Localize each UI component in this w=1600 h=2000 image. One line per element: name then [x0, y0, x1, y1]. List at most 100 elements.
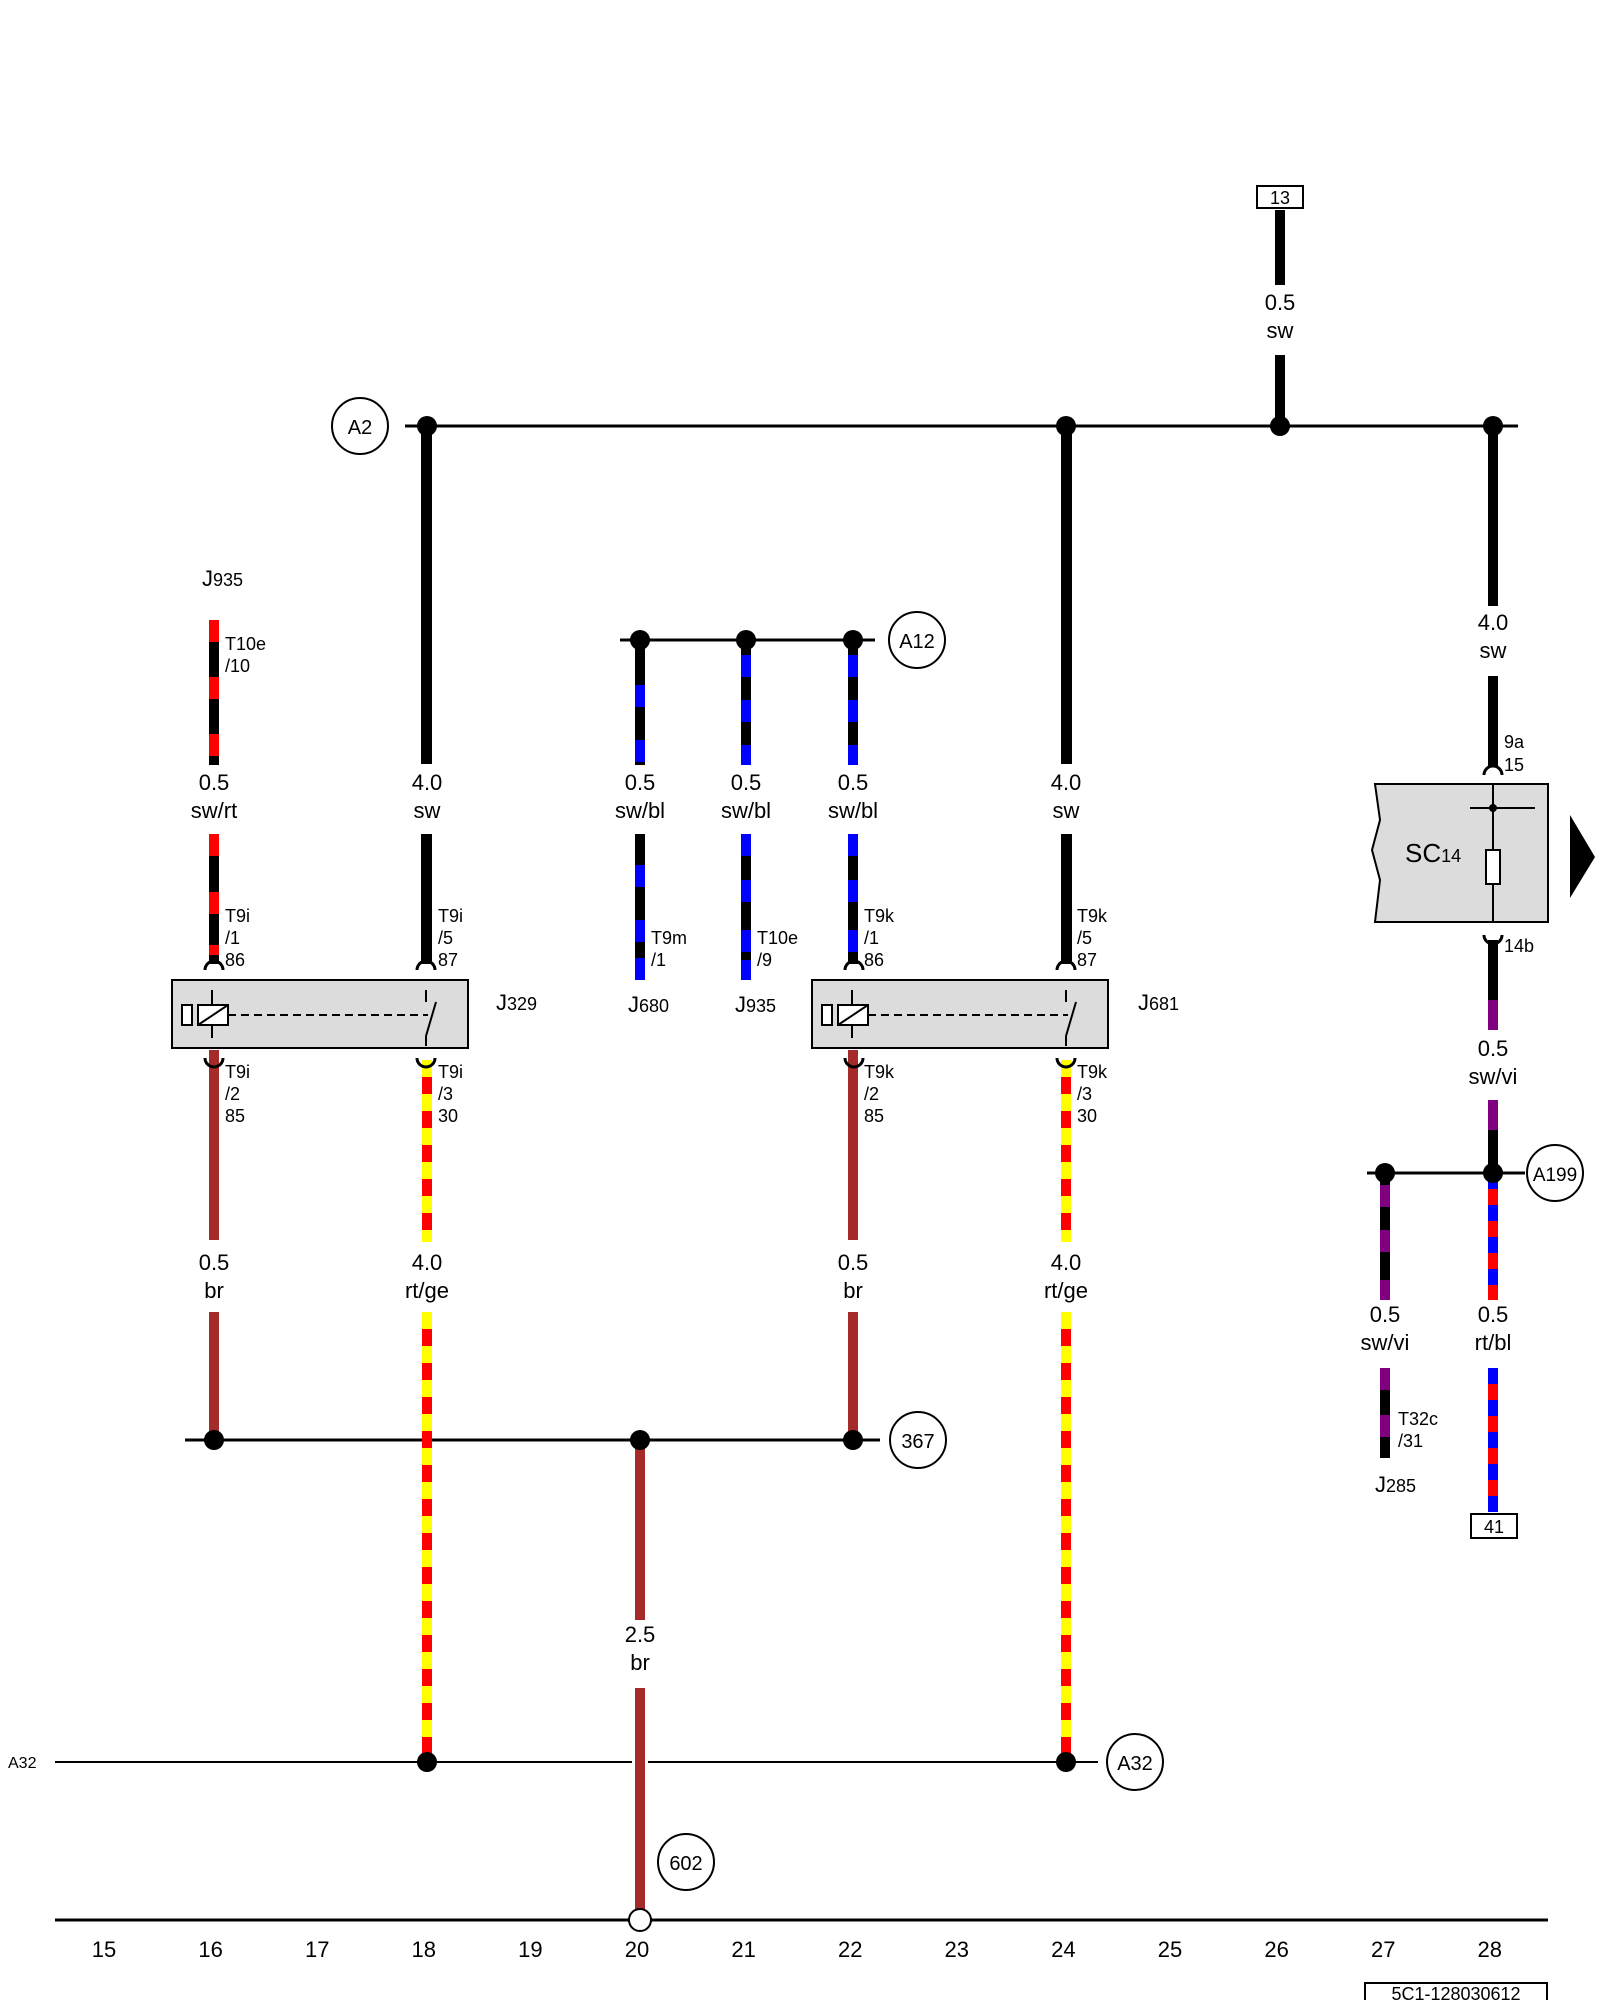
wire-22-bottom-a — [848, 1050, 858, 1240]
svg-text:sw/bl: sw/bl — [721, 798, 771, 823]
svg-text:86: 86 — [864, 950, 884, 970]
svg-text:/1: /1 — [651, 950, 666, 970]
svg-text:4.0: 4.0 — [1051, 1250, 1082, 1275]
svg-text:/1: /1 — [225, 928, 240, 948]
wire-label-28-top: 4.0 sw — [1478, 610, 1509, 663]
component-j935-mid: J935 — [735, 992, 776, 1017]
svg-text:T9i: T9i — [225, 906, 250, 926]
connector-t10e-10: T10e /10 — [225, 634, 266, 676]
connector-t10e-9: T10e /9 — [757, 928, 798, 970]
column-number: 23 — [945, 1937, 969, 1962]
svg-text:sw/bl: sw/bl — [615, 798, 665, 823]
svg-text:13: 13 — [1270, 188, 1290, 208]
wire-label-21-top: 0.5 sw/bl — [721, 770, 771, 823]
wire-18-mid — [421, 834, 432, 964]
svg-text:4.0: 4.0 — [1051, 770, 1082, 795]
column-number: 15 — [92, 1937, 116, 1962]
wire-18-bottom-b — [422, 1312, 432, 1762]
fuse-box-sc14 — [1370, 783, 1549, 923]
svg-text:T9i: T9i — [225, 1062, 250, 1082]
svg-text:2.5: 2.5 — [625, 1622, 656, 1647]
wire-label-27: 0.5 sw/vi — [1361, 1302, 1410, 1355]
svg-text:br: br — [630, 1650, 650, 1675]
connector-t9k-2-85: T9k /2 85 — [864, 1062, 895, 1126]
svg-text:/10: /10 — [225, 656, 250, 676]
svg-text:0.5: 0.5 — [199, 770, 230, 795]
column-number: 24 — [1051, 1937, 1075, 1962]
wire-24-bottom-a — [1061, 1060, 1071, 1242]
wire-18-bottom-a — [422, 1060, 432, 1242]
ground-point — [628, 1908, 652, 1932]
connector-t9i-1-86: T9i /1 86 — [225, 906, 250, 970]
svg-text:/2: /2 — [864, 1084, 879, 1104]
column-number: 21 — [731, 1937, 755, 1962]
wire-28-rtbl-b — [1488, 1368, 1498, 1512]
component-j681: J681 — [1138, 990, 1179, 1015]
node-367: 367 — [889, 1411, 947, 1469]
wire-16-top — [209, 620, 219, 964]
svg-text:30: 30 — [438, 1106, 458, 1126]
svg-text:sw/vi: sw/vi — [1361, 1330, 1410, 1355]
junction-dots — [204, 416, 1503, 1772]
node-a32-right: A32 — [1106, 1733, 1164, 1791]
svg-text:T9m: T9m — [651, 928, 687, 948]
wire-16-bottom-b — [209, 1312, 219, 1440]
wire-21-top — [741, 640, 751, 980]
svg-text:rt/bl: rt/bl — [1475, 1330, 1512, 1355]
connector-t9k-5-87: T9k /5 87 — [1077, 906, 1108, 970]
connector-t9i-5-87: T9i /5 87 — [438, 906, 463, 970]
svg-text:85: 85 — [864, 1106, 884, 1126]
connector-14b: 14b — [1504, 936, 1534, 956]
wire-22-top — [848, 640, 858, 964]
terminal-41: 41 — [1470, 1513, 1518, 1539]
column-number: 27 — [1371, 1937, 1395, 1962]
svg-text:T9k: T9k — [1077, 1062, 1108, 1082]
wire-label-18-top: 4.0 sw — [412, 770, 443, 823]
svg-text:0.5: 0.5 — [838, 770, 869, 795]
svg-text:A12: A12 — [899, 631, 935, 653]
component-j329: J329 — [496, 990, 537, 1015]
wire-label-20-top: 0.5 sw/bl — [615, 770, 665, 823]
svg-text:T10e: T10e — [757, 928, 798, 948]
column-number: 17 — [305, 1937, 329, 1962]
wire-24-upper — [1061, 426, 1072, 764]
svg-text:A2: A2 — [348, 417, 372, 439]
column-number: 19 — [518, 1937, 542, 1962]
svg-text:41: 41 — [1484, 1517, 1504, 1537]
svg-text:0.5: 0.5 — [625, 770, 656, 795]
wire-26-lower — [1275, 355, 1285, 426]
svg-text:0.5: 0.5 — [731, 770, 762, 795]
wire-28-b — [1488, 676, 1498, 766]
column-number: 20 — [625, 1937, 649, 1962]
wire-26-upper — [1275, 210, 1285, 285]
svg-text:/5: /5 — [1077, 928, 1092, 948]
arrow-right-icon — [1570, 815, 1595, 898]
column-number: 16 — [198, 1937, 222, 1962]
wire-label-16-top: 0.5 sw/rt — [191, 770, 237, 823]
svg-text:A199: A199 — [1533, 1165, 1577, 1186]
wire-label-22-bottom: 0.5 br — [838, 1250, 869, 1303]
svg-text:0.5: 0.5 — [1478, 1036, 1509, 1061]
svg-text:602: 602 — [669, 1853, 702, 1875]
component-sc14: SC14 — [1405, 838, 1461, 868]
column-number: 18 — [412, 1937, 436, 1962]
svg-text:T32c: T32c — [1398, 1409, 1438, 1429]
column-number: 22 — [838, 1937, 862, 1962]
svg-text:87: 87 — [438, 950, 458, 970]
svg-text:br: br — [204, 1278, 224, 1303]
wire-22-bottom-b — [848, 1312, 858, 1440]
connector-t9k-1-86: T9k /1 86 — [864, 906, 895, 970]
svg-text:5C1-128030612: 5C1-128030612 — [1391, 1984, 1520, 2000]
component-j680: J680 — [628, 992, 669, 1017]
svg-text:sw/vi: sw/vi — [1469, 1064, 1518, 1089]
svg-text:T9i: T9i — [438, 906, 463, 926]
svg-text:sw/rt: sw/rt — [191, 798, 237, 823]
wire-label-28-bottom: 0.5 rt/bl — [1475, 1302, 1512, 1355]
svg-text:87: 87 — [1077, 950, 1097, 970]
wire-label-24-bottom: 4.0 rt/ge — [1044, 1250, 1088, 1303]
connector-t9i-3-30: T9i /3 30 — [438, 1062, 463, 1126]
connector-t9m-1: T9m /1 — [651, 928, 687, 970]
wire-label-16-bottom: 0.5 br — [199, 1250, 230, 1303]
svg-text:/3: /3 — [1077, 1084, 1092, 1104]
connector-t9i-2-85: T9i /2 85 — [225, 1062, 250, 1126]
